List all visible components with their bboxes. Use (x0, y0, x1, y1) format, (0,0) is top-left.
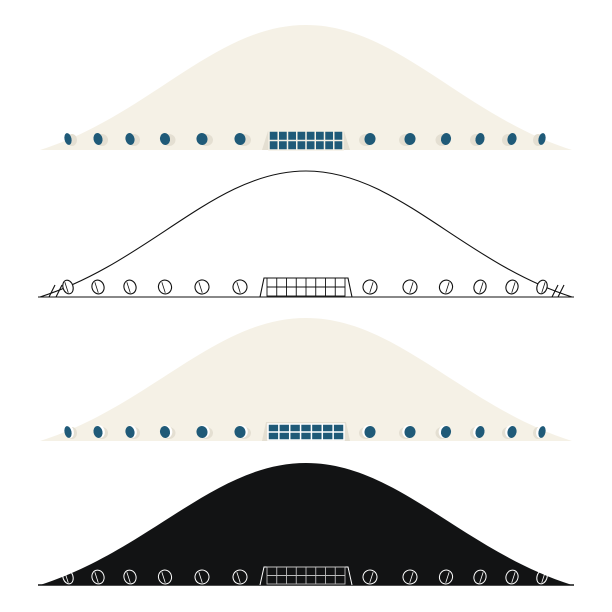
porthole-outline (473, 569, 487, 585)
porthole-rim (126, 572, 131, 583)
porthole-window (93, 133, 103, 145)
porthole-window (234, 133, 246, 145)
dome-body (40, 25, 572, 150)
porthole-window (196, 426, 208, 438)
porthole-window (125, 133, 135, 145)
porthole-window (64, 133, 72, 145)
porthole-outline (438, 279, 454, 295)
edge-rib (557, 284, 565, 298)
porthole-rim (409, 282, 414, 293)
porthole-rim (64, 282, 69, 293)
porthole-rim (94, 282, 99, 293)
porthole-outline (402, 569, 418, 585)
dome-icon-silhouette (38, 463, 574, 586)
dome-icon-flat-alt (40, 318, 572, 441)
porthole-rim (161, 282, 166, 293)
porthole-outline (362, 279, 378, 295)
porthole-rim (445, 282, 450, 293)
porthole-window (364, 426, 376, 438)
porthole-rim (161, 572, 166, 583)
porthole-outline (232, 569, 248, 585)
porthole-rim (479, 282, 484, 293)
dome-body (40, 318, 572, 441)
porthole-outline (194, 279, 210, 295)
porthole-window (234, 426, 246, 438)
porthole-outline (91, 569, 105, 585)
porthole-rim (511, 572, 516, 583)
porthole-rim (369, 282, 374, 293)
porthole-window (440, 133, 452, 145)
porthole-outline (505, 569, 519, 585)
porthole-outline (62, 569, 74, 585)
porthole-outline (402, 279, 418, 295)
porthole-rim (511, 282, 516, 293)
porthole-window (507, 133, 517, 145)
porthole-rim (236, 572, 241, 583)
porthole-window (404, 426, 416, 438)
porthole-outline (438, 569, 454, 585)
porthole-rim (541, 282, 546, 293)
porthole-outline (362, 569, 378, 585)
porthole-window (196, 133, 208, 145)
dome-icon-outline (38, 170, 574, 298)
porthole-rim (369, 572, 374, 583)
porthole-rim (445, 572, 450, 583)
porthole-outline (157, 279, 173, 295)
porthole-window (125, 426, 135, 438)
porthole-window (93, 426, 103, 438)
porthole-rim (64, 572, 69, 583)
porthole-window (475, 133, 485, 145)
porthole-outline (232, 279, 248, 295)
edge-rib (48, 284, 56, 298)
porthole-rim (94, 572, 99, 583)
porthole-window (440, 426, 452, 438)
porthole-rim (479, 572, 484, 583)
porthole-rim (541, 572, 546, 583)
porthole-rim (126, 282, 131, 293)
dome-silhouette (40, 463, 572, 585)
porthole-window (159, 133, 171, 145)
porthole-window (538, 426, 546, 438)
dome-icon-flat (40, 25, 572, 151)
porthole-rim (198, 282, 203, 293)
porthole-rim (236, 282, 241, 293)
dome-outline (39, 170, 573, 298)
porthole-rim (198, 572, 203, 583)
porthole-window (404, 133, 416, 145)
porthole-outline (536, 569, 548, 585)
porthole-outline (157, 569, 173, 585)
edge-rib (55, 284, 63, 298)
edge-rib (551, 284, 559, 298)
porthole-outline (194, 569, 210, 585)
porthole-outline (123, 569, 137, 585)
porthole-window (507, 426, 517, 438)
porthole-window (159, 426, 171, 438)
porthole-rim (409, 572, 414, 583)
porthole-window (364, 133, 376, 145)
porthole-window (538, 133, 546, 145)
porthole-window (64, 426, 72, 438)
porthole-window (475, 426, 485, 438)
